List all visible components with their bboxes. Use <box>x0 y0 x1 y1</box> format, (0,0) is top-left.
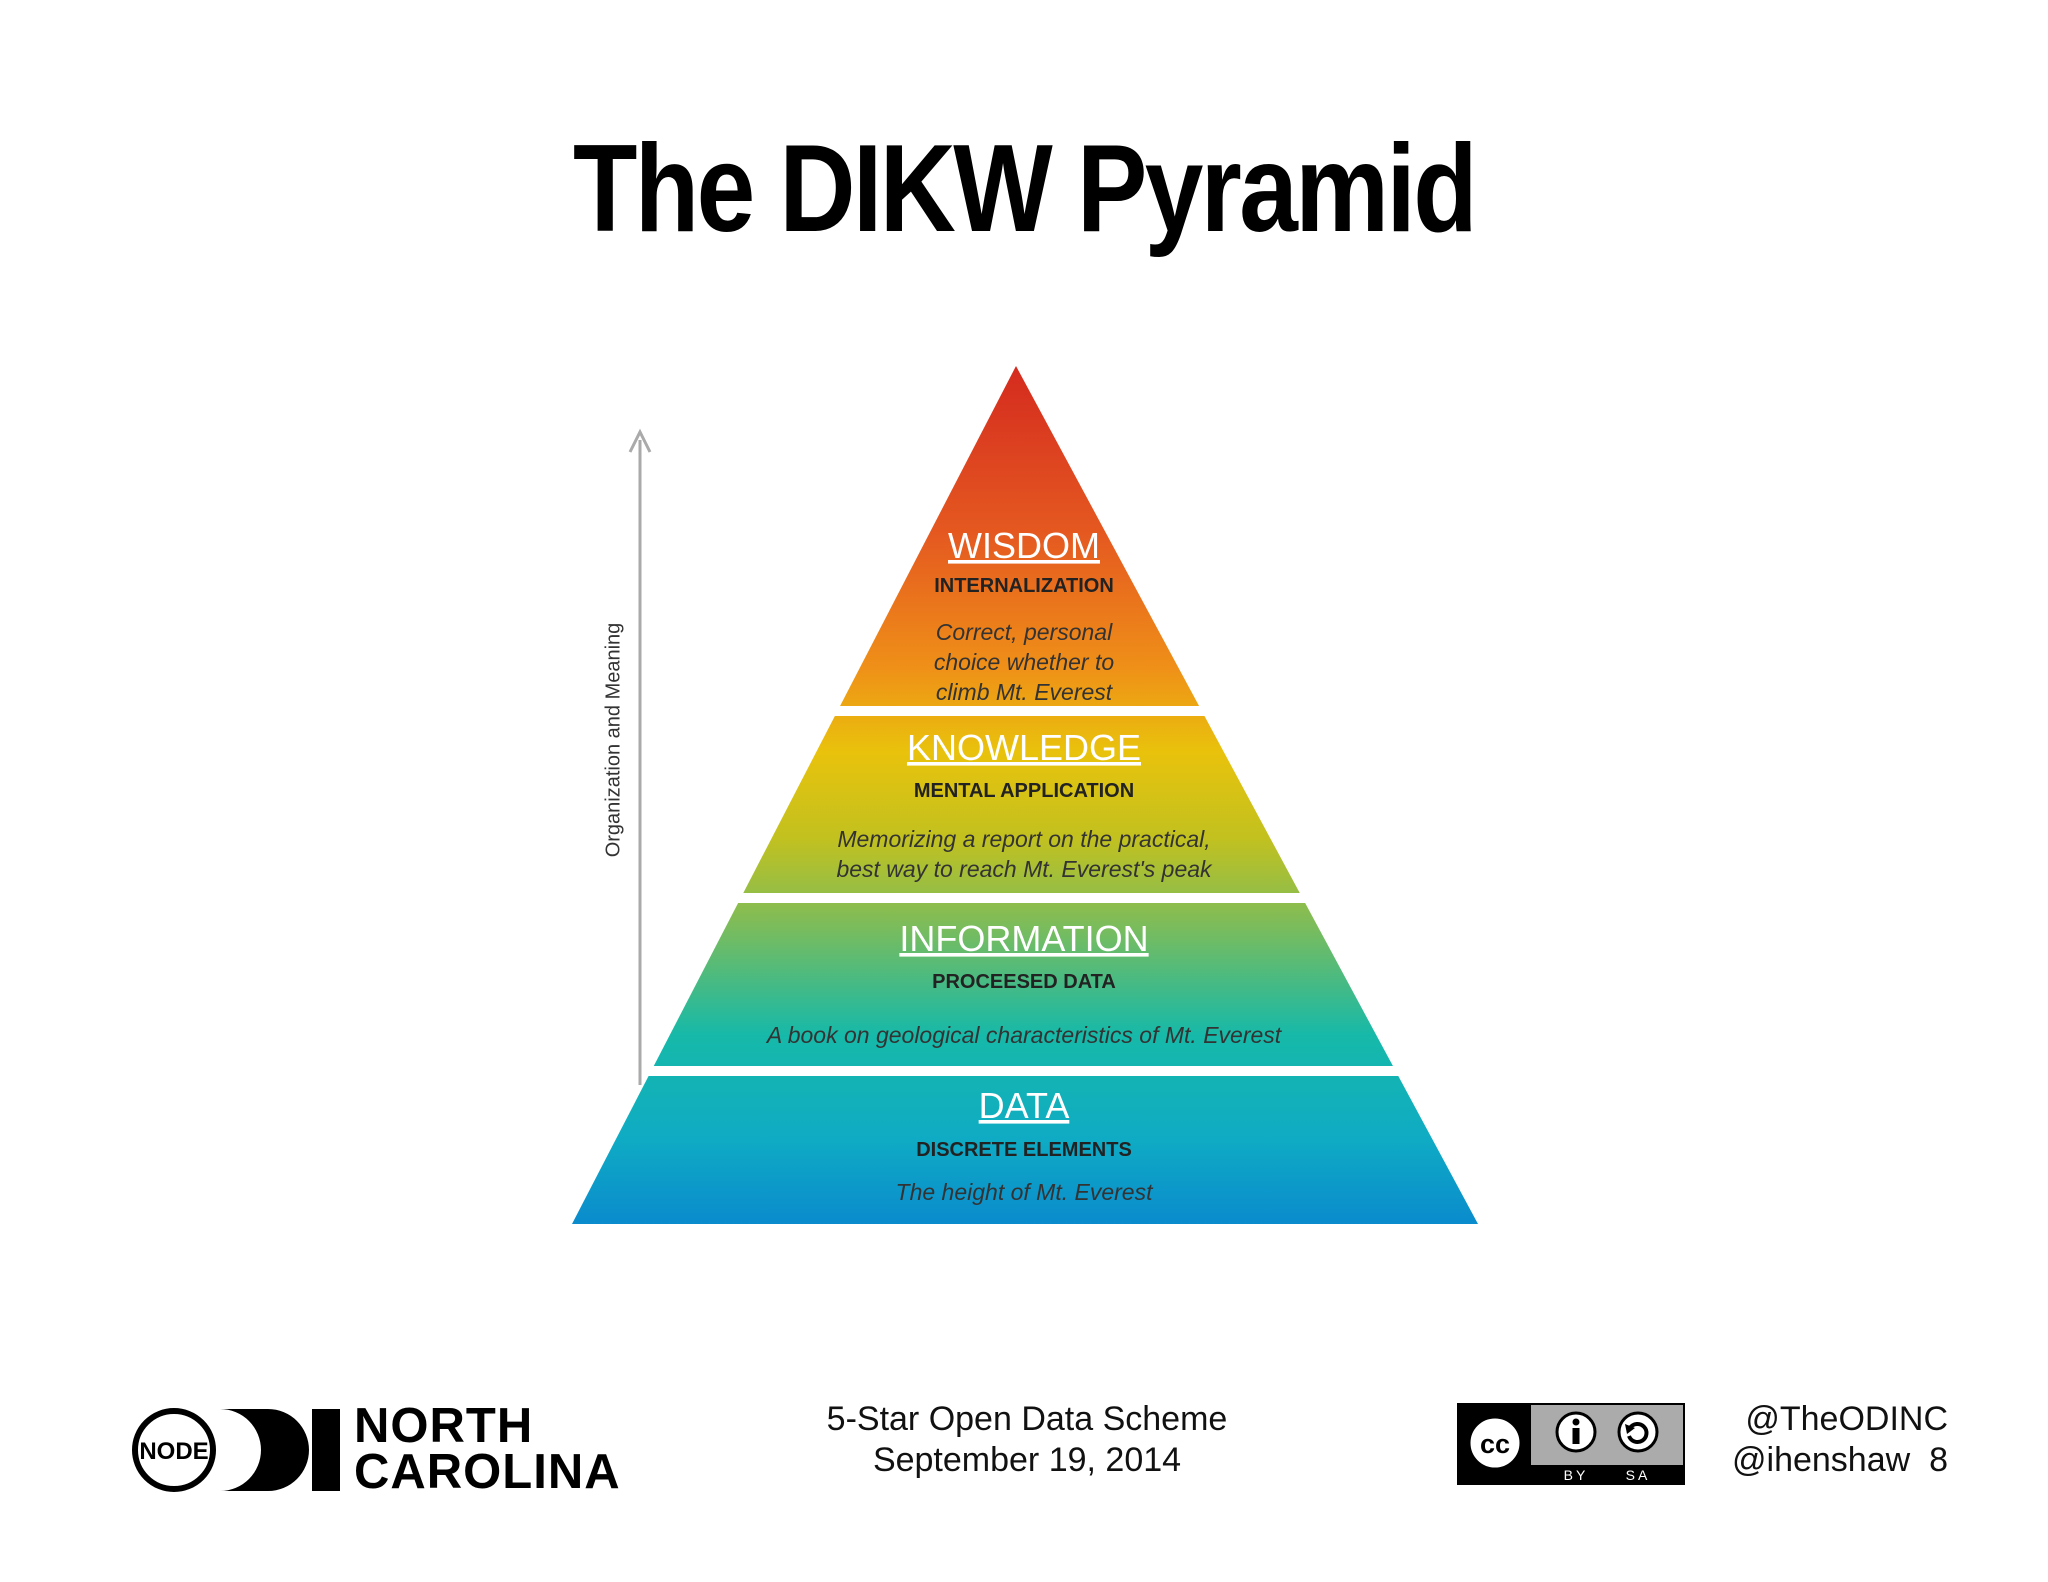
axis-arrow-head <box>628 428 652 453</box>
event-name: 5-Star Open Data Scheme <box>826 1400 1228 1438</box>
handle-odinc: @TheODINC <box>1745 1400 1948 1438</box>
level-name-information: INFORMATION <box>899 918 1148 959</box>
level-desc-wisdom: Correct, personal <box>936 619 1113 645</box>
level-desc-wisdom: choice whether to <box>934 649 1114 675</box>
logo-i-bar <box>312 1409 340 1491</box>
level-desc-wisdom: climb Mt. Everest <box>936 679 1114 705</box>
level-subtitle-knowledge: MENTAL APPLICATION <box>914 780 1134 802</box>
sa-label: SA <box>1626 1467 1651 1483</box>
node-circle <box>132 1408 216 1492</box>
footer-event-info: 5-Star Open Data Scheme September 19, 20… <box>0 1399 2048 1481</box>
level-separator <box>540 1066 1500 1076</box>
level-name-data: DATA <box>979 1085 1070 1126</box>
odi-node-logo: NODE <box>132 1408 340 1492</box>
handle-ihenshaw: @ihenshaw <box>1732 1441 1911 1479</box>
level-desc-information: A book on geological characteristics of … <box>765 1022 1283 1048</box>
level-subtitle-information: PROCEESED DATA <box>932 971 1116 993</box>
logo-line-2: CAROLINA <box>354 1445 621 1499</box>
event-date: September 19, 2014 <box>872 1441 1182 1479</box>
level-desc-knowledge: best way to reach Mt. Everest's peak <box>836 856 1213 882</box>
level-desc-knowledge: Memorizing a report on the practical, <box>837 826 1210 852</box>
level-subtitle-data: DISCRETE ELEMENTS <box>916 1139 1132 1161</box>
level-name-knowledge: KNOWLEDGE <box>907 727 1141 768</box>
handle-row: @ihenshaw 8 <box>1732 1440 1948 1481</box>
level-separator <box>700 706 1340 716</box>
svg-text:cc: cc <box>1480 1429 1510 1459</box>
cc-icon <box>1467 1415 1523 1471</box>
footer-handles: @TheODINC @ihenshaw 8 <box>1732 1399 1948 1481</box>
page-number: 8 <box>1929 1441 1948 1479</box>
cc-by-sa-badge: cc BY SA <box>1457 1403 1685 1485</box>
level-separator <box>600 893 1440 903</box>
axis-label: Organization and Meaning <box>602 622 625 858</box>
logo-d-shape <box>220 1409 309 1491</box>
level-subtitle-wisdom: INTERNALIZATION <box>934 575 1114 597</box>
by-label: BY <box>1564 1467 1589 1483</box>
logo-wordmark: NORTH CAROLINA <box>354 1399 621 1499</box>
pyramid-body <box>572 366 1478 1224</box>
logo-line-1: NORTH <box>354 1399 534 1453</box>
logo-node-text: NODE <box>139 1438 208 1465</box>
slide-title: The DIKW Pyramid <box>572 120 1478 258</box>
level-name-wisdom: WISDOM <box>948 525 1100 566</box>
share-alike-icon <box>1617 1411 1659 1453</box>
level-desc-data: The height of Mt. Everest <box>896 1179 1155 1205</box>
